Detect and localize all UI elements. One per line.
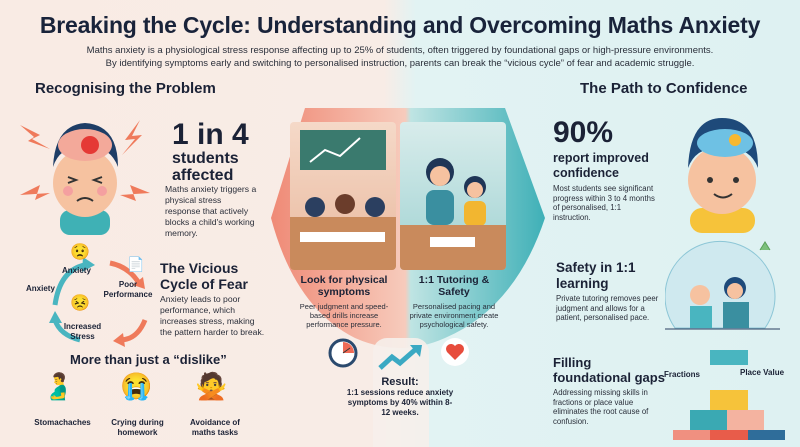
timer-icon: [328, 338, 358, 368]
stat-description: Maths anxiety triggers a physical stress…: [165, 184, 257, 238]
trend-up-icon: [378, 345, 422, 370]
classroom-illustration: [290, 122, 396, 270]
stressed-child-illustration: [20, 120, 150, 235]
vicious-cycle-diagram: [49, 257, 148, 347]
symptom-stomachaches: Stomachaches: [34, 418, 91, 427]
section-title-right: The Path to Confidence: [580, 80, 748, 97]
card-tutoring-safety: 1:1 Tutoring & Safety Personalised pacin…: [403, 274, 505, 329]
heart-icon: [441, 338, 469, 366]
avoidance-child-icon: 🙅: [195, 371, 228, 401]
result-block: Result: 1:1 sessions reduce anxiety symp…: [340, 376, 460, 418]
card-physical-symptoms: Look for physical symptoms Peer judgment…: [293, 274, 395, 329]
stomach-icon: 🫃: [42, 371, 75, 401]
vicious-cycle-text: Anxiety leads to poor performance, which…: [160, 294, 265, 337]
symptom-crying: Crying during homework: [111, 418, 164, 437]
cycle-node-anxiety-repeat: Anxiety: [26, 284, 55, 293]
stressed-face-icon: 😣: [70, 295, 90, 312]
section-title-left: Recognising the Problem: [35, 80, 216, 97]
intro-text: Maths anxiety is a physiological stress …: [60, 44, 740, 70]
failed-test-icon: 📄: [127, 256, 145, 272]
label-place-value: Place Value: [740, 368, 785, 377]
cycle-node-poor-performance: Poor Performance: [103, 280, 153, 299]
cycle-node-increased-stress: Increased Stress: [63, 322, 102, 341]
result-title: Result:: [381, 376, 419, 388]
tutor-bubble-illustration: [665, 240, 780, 330]
gaps-title: Filling foundational gaps: [553, 355, 665, 385]
tutoring-illustration: [400, 122, 506, 270]
label-fractions: Fractions: [664, 370, 701, 379]
card-tutoring-safety-title: 1:1 Tutoring & Safety: [418, 274, 490, 298]
result-text: 1:1 sessions reduce anxiety symptoms by …: [346, 388, 454, 417]
worried-face-icon: 😟: [70, 244, 90, 261]
gaps-text: Addressing missing skills in fractions o…: [553, 388, 649, 426]
vicious-cycle-title: The Vicious Cycle of Fear: [160, 260, 248, 292]
building-blocks-illustration: [673, 350, 785, 440]
card-physical-symptoms-text: Peer judgment and speed-based drills inc…: [299, 302, 389, 329]
card-tutoring-safety-text: Personalised pacing and private environm…: [409, 302, 499, 329]
dislike-title: More than just a “dislike”: [70, 352, 227, 367]
stat-1-in-4: 1 in 4: [172, 118, 249, 151]
stat-label-confidence: report improved confidence: [553, 151, 649, 180]
crying-face-icon: 😭: [120, 371, 153, 401]
happy-child-illustration: [688, 118, 758, 233]
safety-title: Safety in 1:1 learning: [556, 260, 636, 291]
page-title: Breaking the Cycle: Understanding and Ov…: [39, 12, 761, 38]
symptom-avoidance: Avoidance of maths tasks: [190, 418, 240, 437]
stat-label-students-affected: students affected: [172, 150, 239, 184]
safety-text: Private tutoring removes peer judgment a…: [556, 294, 659, 322]
intro-line-2: By identifying symptoms early and switch…: [105, 58, 695, 69]
cycle-node-anxiety: Anxiety: [62, 266, 91, 275]
confidence-text: Most students see significant progress w…: [553, 184, 655, 222]
stat-90-percent: 90%: [553, 116, 614, 149]
card-physical-symptoms-title: Look for physical symptoms: [300, 274, 388, 298]
intro-line-1: Maths anxiety is a physiological stress …: [86, 45, 714, 56]
